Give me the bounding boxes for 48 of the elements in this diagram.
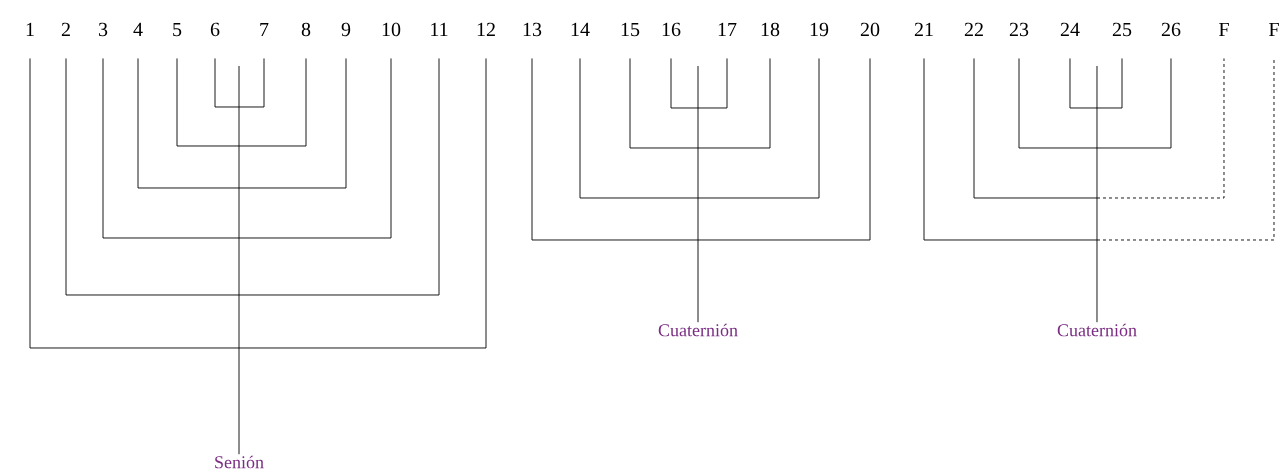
leaf-number: 7	[260, 22, 269, 36]
leaf-number: 12	[477, 22, 495, 36]
leaf-number: 26	[1161, 22, 1181, 37]
leaf-number: 1	[26, 22, 34, 36]
leaf-number: 16	[662, 22, 681, 37]
leaf-number: 13	[523, 22, 542, 37]
leaf-number: 10	[382, 22, 401, 37]
fold-line	[1018, 58, 1172, 149]
leaf-number: 3	[98, 22, 108, 37]
gathering-label: Cuaternión	[1057, 323, 1137, 337]
leaf-number: 20	[860, 22, 880, 37]
spine-line	[697, 65, 699, 323]
fold-line	[973, 58, 1225, 199]
leaf-number: 21	[914, 22, 933, 36]
leaf-number: F	[1269, 22, 1279, 36]
fold-line	[137, 58, 347, 189]
spine-line	[1096, 65, 1098, 323]
leaf-number: 25	[1112, 22, 1132, 37]
leaf-number: 15	[621, 22, 640, 37]
fold-line	[102, 58, 392, 239]
leaf-number: 9	[341, 22, 351, 37]
leaf-number: 22	[964, 22, 983, 36]
fold-line	[176, 58, 307, 147]
fold-line	[923, 58, 1275, 241]
leaf-number: 4	[133, 22, 143, 36]
leaf-number: 17	[718, 22, 737, 36]
fold-line	[670, 58, 728, 109]
spine-line	[238, 65, 240, 455]
leaf-number: 5	[173, 22, 182, 37]
fold-line	[579, 58, 820, 199]
leaf-number: 23	[1009, 22, 1029, 37]
leaf-number: 6	[210, 22, 220, 37]
fold-line	[29, 58, 487, 349]
leaf-number: 11	[431, 22, 448, 36]
leaf-number: 24	[1060, 22, 1080, 36]
fold-line	[65, 58, 440, 296]
leaf-number: 18	[761, 22, 780, 37]
leaf-number: 19	[810, 22, 829, 37]
fold-line	[629, 58, 771, 149]
fold-line	[214, 58, 265, 108]
fold-line	[531, 58, 871, 241]
gathering-label: Cuaternión	[658, 323, 738, 337]
leaf-number: F	[1219, 22, 1229, 36]
leaf-number: 2	[61, 22, 70, 36]
leaf-number: 14	[571, 22, 590, 36]
fold-line	[1069, 58, 1123, 109]
leaf-number: 8	[301, 22, 311, 37]
gathering-label: Senión	[215, 455, 264, 469]
